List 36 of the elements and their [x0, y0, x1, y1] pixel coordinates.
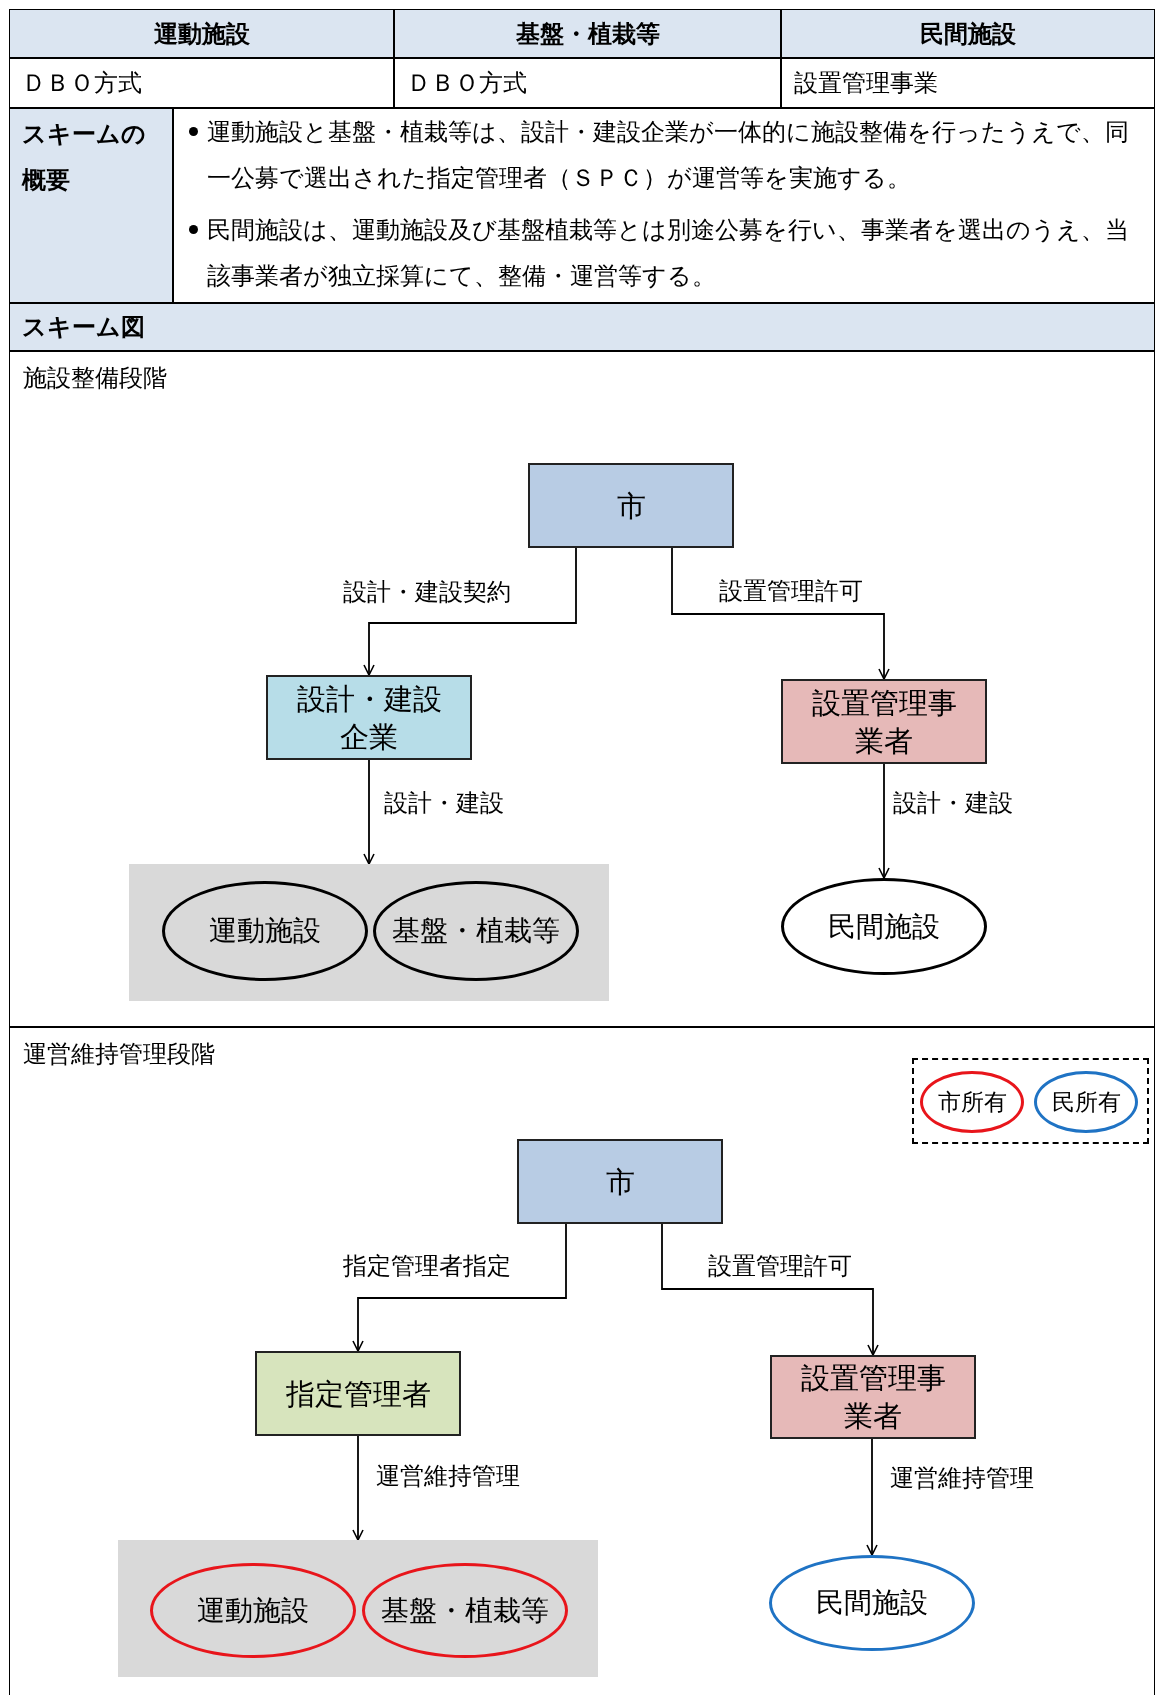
- legend-label: 民所有: [1051, 1087, 1121, 1117]
- row-header: スキームの概要: [9, 108, 173, 303]
- arrow: [671, 547, 890, 680]
- bullet-text: 民間施設は、運動施設及び基盤植栽等とは別途公募を行い、事業者を選出のうえ、当該事業者が独立採算にて、整備・運営等する。: [207, 215, 1130, 292]
- grouping-panel: [129, 864, 609, 1001]
- facility-ellipse: 基盤・植栽等: [362, 1563, 568, 1658]
- table-cell: 設置管理事業: [781, 58, 1155, 108]
- column-header: 民間施設: [781, 9, 1155, 58]
- stage-title: 運営維持管理段階: [23, 1039, 215, 1070]
- table-cell: ＤＢＯ方式: [394, 58, 781, 108]
- arrow: [866, 1438, 878, 1556]
- facility-ellipse: 運動施設: [162, 881, 368, 981]
- process-box: 市: [528, 463, 734, 548]
- grouping-panel: [118, 1540, 598, 1677]
- column-header: 基盤・植栽等: [394, 9, 781, 58]
- facility-ellipse: 民間施設: [781, 878, 987, 975]
- facility-ellipse: 基盤・植栽等: [373, 881, 579, 981]
- arrow: [352, 1435, 364, 1541]
- table-cell: ＤＢＯ方式: [9, 58, 394, 108]
- bullet-text: 運動施設と基盤・植栽等は、設計・建設企業が一体的に施設整備を行ったうえで、同一公募で選出された指定管理者（ＳＰＣ）が運営等を実施する。: [207, 117, 1130, 194]
- process-box: 設置管理事業者: [770, 1355, 976, 1439]
- arrow: [363, 547, 577, 676]
- arrow: [352, 1223, 567, 1352]
- facility-ellipse: 運動施設: [150, 1563, 356, 1658]
- column-header: 運動施設: [9, 9, 394, 58]
- section-header: スキーム図: [9, 303, 1155, 351]
- facility-ellipse: 民間施設: [769, 1555, 975, 1651]
- process-box: 指定管理者: [255, 1351, 461, 1436]
- arrow: [363, 759, 375, 865]
- stage-title: 施設整備段階: [23, 363, 167, 394]
- arrow: [661, 1223, 879, 1356]
- arrow: [878, 763, 890, 879]
- legend-label: 市所有: [937, 1087, 1007, 1117]
- process-box: 市: [517, 1139, 723, 1224]
- process-box: 設置管理事業者: [781, 679, 987, 764]
- process-box: 設計・建設企業: [266, 675, 472, 760]
